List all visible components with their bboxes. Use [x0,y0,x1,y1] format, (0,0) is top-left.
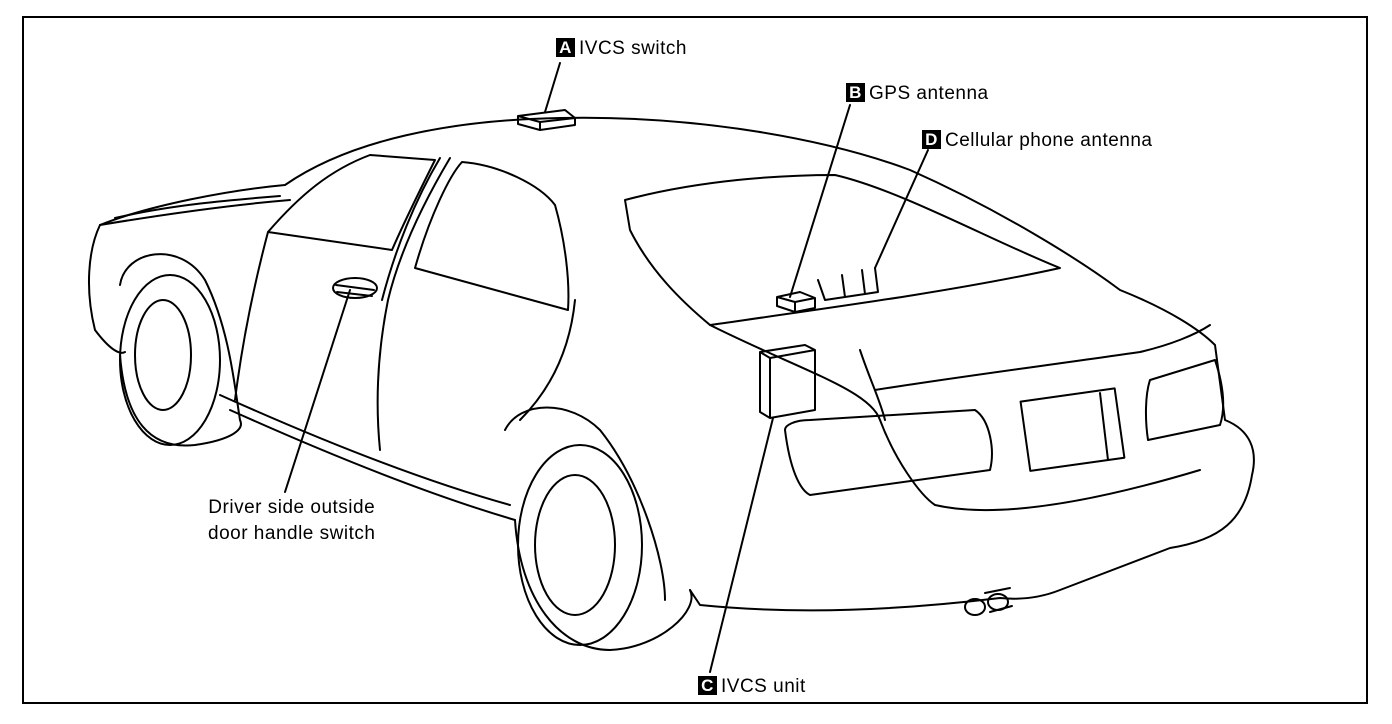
trunk-lid [709,324,1201,512]
diagram-frame [22,16,1368,704]
callout-letter-d: D [922,130,941,149]
callout-text-a: IVCS switch [579,38,687,59]
rear-wheel-arch [504,406,666,601]
right-tail-light [1144,359,1225,441]
leader-d [874,149,929,269]
car-body-outline [99,116,1255,612]
callout-driver-door-handle-switch: Driver side outside door handle switch [208,495,375,547]
exhaust-pipe [964,598,986,616]
callout-text-c: IVCS unit [721,676,806,697]
callout-letter-b: B [846,83,865,102]
rear-door-window [414,161,570,311]
rocker-panel [219,394,511,506]
callout-letter-c: C [698,676,717,695]
front-wheel-arch [119,253,241,421]
front-window [267,154,436,251]
rear-window [624,174,1061,326]
driver-switch-line2: door handle switch [208,523,376,544]
callout-text-d: Cellular phone antenna [945,130,1153,151]
car-front-lower [88,224,126,354]
leader-driver [284,289,351,493]
car-hood-line [114,195,281,219]
gps-antenna-box [776,291,816,313]
license-plate [1019,387,1126,472]
cellular-antenna-shape [817,267,879,301]
leader-a [544,62,561,113]
door-handle [332,277,378,299]
ivcs-switch-box [517,109,576,131]
car-front-fascia [99,199,291,226]
ivcs-unit-box [759,344,816,419]
callout-letter-a: A [556,38,575,57]
driver-switch-line1: Driver side outside [208,497,376,518]
left-tail-light [784,409,993,496]
callout-text-b: GPS antenna [869,83,989,104]
leader-b [789,104,851,298]
leader-c [709,417,774,673]
